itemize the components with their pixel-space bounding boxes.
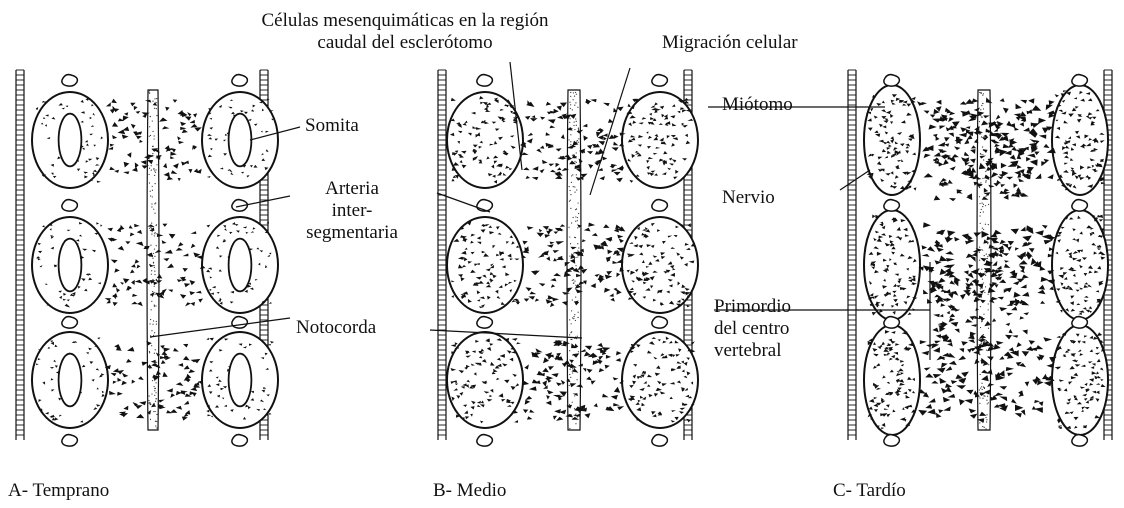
artery [652, 435, 668, 447]
label-arteria-line-2: inter- [297, 200, 407, 222]
artery [62, 200, 78, 212]
artery [884, 317, 900, 329]
leader-line [840, 170, 870, 190]
panel-c-drawing [848, 70, 1112, 446]
label-celulas-mesenquimaticas: Células mesenquimáticas en la región cau… [220, 10, 590, 54]
label-primordio-line-3: vertebral [714, 340, 791, 362]
panel-b-drawing [438, 70, 698, 446]
artery [232, 75, 248, 87]
label-nervio: Nervio [722, 187, 775, 209]
somite [447, 217, 523, 313]
artery [62, 75, 78, 87]
artery [884, 75, 900, 87]
somite [447, 332, 523, 428]
label-primordio-line-2: del centro [714, 318, 791, 340]
label-arteria-line-3: segmentaria [297, 222, 407, 244]
somite [1052, 210, 1108, 320]
artery [884, 435, 900, 447]
artery [62, 317, 78, 329]
artery [232, 435, 248, 447]
artery [477, 75, 493, 87]
panel-label-b: B- Medio [433, 480, 506, 502]
label-arteria-intersegmentaria: Arteria inter- segmentaria [297, 178, 407, 244]
label-migracion-celular: Migración celular [662, 32, 798, 54]
label-primordio-line-1: Primordio [714, 296, 791, 318]
artery [884, 200, 900, 212]
label-arteria-line-1: Arteria [297, 178, 407, 200]
artery [232, 317, 248, 329]
panel-label-c: C- Tardío [833, 480, 906, 502]
leader-line [430, 330, 582, 338]
artery [477, 435, 493, 447]
panel-a-drawing [16, 70, 278, 446]
label-notocorda: Notocorda [296, 317, 376, 339]
label-celulas-line-2: caudal del esclerótomo [220, 32, 590, 54]
leader-line [150, 318, 290, 337]
artery [1072, 435, 1088, 447]
artery [1072, 317, 1088, 329]
label-celulas-line-1: Células mesenquimáticas en la región [220, 10, 590, 32]
artery [652, 317, 668, 329]
label-miotomo: Miótomo [722, 94, 793, 116]
artery [652, 200, 668, 212]
panel-label-a: A- Temprano [8, 480, 109, 502]
artery [1072, 75, 1088, 87]
artery [477, 317, 493, 329]
label-primordio-centro-vertebral: Primordio del centro vertebral [714, 296, 791, 362]
artery [477, 200, 493, 212]
artery [652, 75, 668, 87]
label-somita: Somita [305, 115, 359, 137]
notochord [147, 90, 159, 430]
artery [1072, 200, 1088, 212]
artery [62, 435, 78, 447]
